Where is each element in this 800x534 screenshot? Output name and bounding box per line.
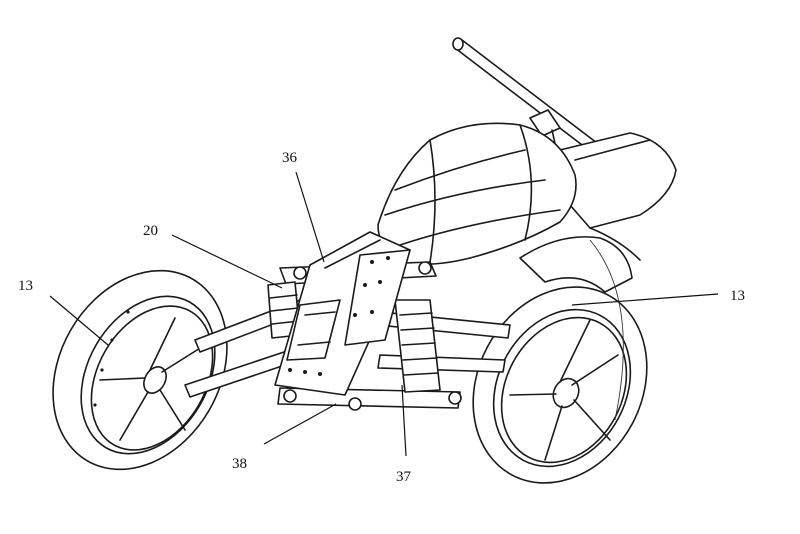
label-front-frame: 20	[143, 223, 158, 239]
tank	[377, 122, 577, 266]
leader-right-wheel	[571, 293, 719, 306]
label-left-wheel: 13	[18, 278, 33, 294]
right-fender	[519, 236, 633, 293]
shock-absorber	[394, 299, 441, 393]
left-wheel	[52, 269, 228, 471]
leader-shock-absorber	[401, 384, 407, 457]
front-frame	[274, 231, 411, 396]
leader-lower-link	[263, 403, 337, 445]
suspension	[184, 261, 511, 411]
leader-front-frame	[171, 234, 283, 289]
right-wheel	[472, 239, 648, 484]
label-lower-link: 38	[232, 456, 247, 472]
leader-upper-link	[295, 171, 325, 263]
label-upper-link: 36	[282, 150, 298, 166]
label-right-wheel: 13	[730, 288, 745, 304]
rear-body	[559, 132, 677, 261]
lower-link	[277, 387, 461, 409]
leader-left-wheel	[49, 295, 109, 346]
reference-labels: 13 13 20 36 37 38	[18, 150, 745, 485]
label-shock-absorber: 37	[396, 469, 412, 485]
